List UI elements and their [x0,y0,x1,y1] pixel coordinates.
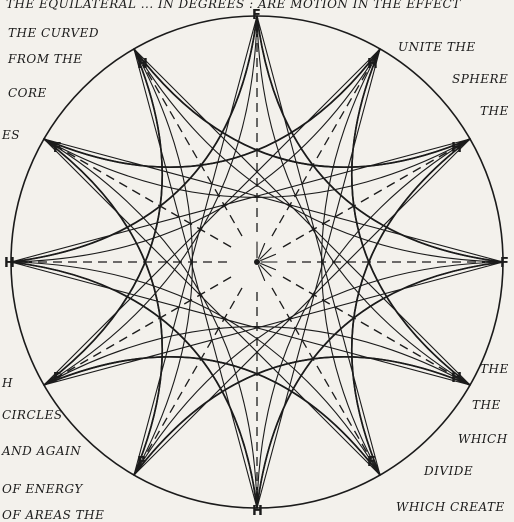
centre-ray [260,265,271,276]
radial-dash-line [283,277,454,376]
note-left-7: AND AGAIN [2,444,81,458]
radial-dash-line [143,288,242,459]
node-label: F [500,256,509,271]
note-right-6: WHICH [458,432,508,446]
note-right-2: SPHERE [452,72,508,86]
note-left-8: OF ENERGY [2,482,83,496]
radial-dash-line [283,148,454,247]
chord-line [134,139,470,475]
centre-star [254,242,277,280]
note-left-3: CORE [8,86,47,100]
note-right-5: THE [472,398,501,412]
node-label: F [53,141,62,156]
centre-ray [260,248,271,259]
chord-line [134,49,470,385]
node-label: H [4,256,15,271]
node-label: H [137,57,148,72]
centre-ray [261,254,276,260]
node-label: F [367,455,376,470]
radial-dash-line [272,288,371,459]
note-left-1: THE CURVED [8,26,99,40]
note-left-4: ES [2,128,20,142]
chord-line [44,139,380,475]
note-right-3: THE [480,104,509,118]
cusp-arc [11,262,257,508]
radial-dash-line [60,148,231,247]
node-label: H [451,141,462,156]
node-label: F [53,371,62,386]
centre-ray [261,264,276,270]
chord-line [44,49,380,385]
radial-dash-line [272,65,371,236]
centre-dot [254,259,260,265]
note-right-1: UNITE THE [398,40,476,54]
node-label: H [252,504,263,519]
note-right-8: WHICH CREATE [396,500,505,514]
note-right-4: THE [480,362,509,376]
radial-dash-line [60,277,231,376]
note-right-7: DIVIDE [424,464,473,478]
note-left-5: H [2,376,13,390]
centre-ray [259,244,265,259]
node-label: F [137,455,146,470]
note-top: THE EQUILATERAL ... IN DEGREES : ARE MOT… [6,0,461,11]
cusp-arc [11,262,257,508]
note-left-6: CIRCLES [2,408,63,422]
node-label: H [451,371,462,386]
centre-ray [259,266,265,281]
note-left-9: OF AREAS THE [2,508,104,522]
radial-dash-line [143,65,242,236]
node-label: H [367,57,378,72]
note-left-2: FROM THE [8,52,83,66]
